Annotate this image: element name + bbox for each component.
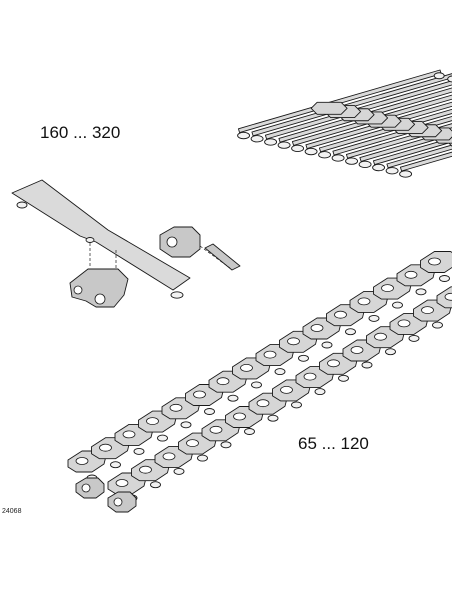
link-hole — [217, 378, 229, 385]
plate-foot — [448, 76, 452, 82]
link-hole — [163, 453, 175, 460]
wide-plate-chain — [238, 70, 452, 177]
link-foot — [416, 289, 426, 295]
link-foot — [440, 276, 450, 282]
plate-foot — [434, 73, 444, 79]
link-hole — [351, 347, 363, 354]
plate-foot — [346, 158, 358, 164]
plate-link — [311, 102, 347, 114]
plate-foot — [386, 168, 398, 174]
link-foot — [198, 455, 208, 461]
link-foot — [252, 382, 262, 388]
link-foot — [339, 375, 349, 381]
link-foot — [393, 302, 403, 308]
link-foot — [268, 415, 278, 421]
link-foot — [386, 349, 396, 355]
link-hole — [74, 286, 82, 294]
link-foot — [158, 435, 168, 441]
link-foot — [409, 335, 419, 341]
link-foot — [181, 422, 191, 428]
link-foot — [151, 482, 161, 488]
link-hole — [328, 360, 340, 367]
link-hole — [187, 440, 199, 447]
link-hole — [140, 466, 152, 473]
link-hole — [241, 364, 253, 371]
link-hole — [445, 293, 452, 300]
link-hole — [358, 298, 370, 305]
link-hole — [123, 431, 135, 438]
plate-foot — [238, 132, 250, 138]
link-hole — [100, 444, 112, 451]
link-hole — [76, 458, 88, 465]
link-hole — [288, 338, 300, 345]
link-hole — [398, 320, 410, 327]
link-hole — [382, 285, 394, 292]
link-hole — [304, 373, 316, 380]
plate-foot — [359, 161, 371, 167]
narrow-link-chain — [68, 252, 452, 513]
link-foot — [205, 409, 215, 415]
link-foot — [275, 369, 285, 375]
link-foot — [245, 429, 255, 435]
plate-foot — [265, 139, 277, 145]
plate-foot — [86, 238, 94, 243]
link-hole — [170, 404, 182, 411]
link-hole — [257, 400, 269, 407]
link-hole — [116, 480, 128, 487]
plate-foot — [17, 202, 27, 208]
link-hole — [114, 498, 122, 506]
plate-foot — [332, 155, 344, 161]
plate-foot — [292, 145, 304, 151]
link-foot — [322, 342, 332, 348]
plate-foot — [305, 148, 317, 154]
link-foot — [299, 355, 309, 361]
link-hole — [429, 258, 441, 265]
plate-foot — [319, 152, 331, 158]
link-hole — [335, 311, 347, 318]
link-foot — [292, 402, 302, 408]
link-foot — [174, 468, 184, 474]
link-hole — [422, 307, 434, 314]
link-hole — [167, 237, 177, 247]
link-foot — [346, 329, 356, 335]
link-hole — [405, 271, 417, 278]
link-hole — [264, 351, 276, 358]
wide-chain-width-label: 160 ... 320 — [40, 123, 120, 143]
narrow-chain-width-label: 65 ... 120 — [298, 434, 369, 454]
link-hole — [281, 386, 293, 393]
link-foot — [228, 395, 238, 401]
link-hole — [311, 325, 323, 332]
link-hole — [82, 484, 90, 492]
plate-foot — [278, 142, 290, 148]
plate-foot — [171, 292, 183, 298]
link-foot — [134, 448, 144, 454]
link-foot — [111, 462, 121, 468]
link-hole — [210, 426, 222, 433]
link-foot — [433, 322, 443, 328]
link-foot — [362, 362, 372, 368]
plate-foot — [251, 136, 263, 142]
link-hole — [95, 294, 105, 304]
link-hole — [194, 391, 206, 398]
link-foot — [221, 442, 231, 448]
plate-foot — [373, 164, 385, 170]
link-hole — [375, 333, 387, 340]
link-block — [160, 227, 200, 257]
plate-foot — [400, 171, 412, 177]
pin-and-link-detail — [160, 227, 240, 270]
link-hole — [234, 413, 246, 420]
pin — [205, 244, 240, 270]
link-hole — [147, 418, 159, 425]
figure-number: 24068 — [2, 508, 21, 515]
link-foot — [369, 315, 379, 321]
link-foot — [315, 389, 325, 395]
